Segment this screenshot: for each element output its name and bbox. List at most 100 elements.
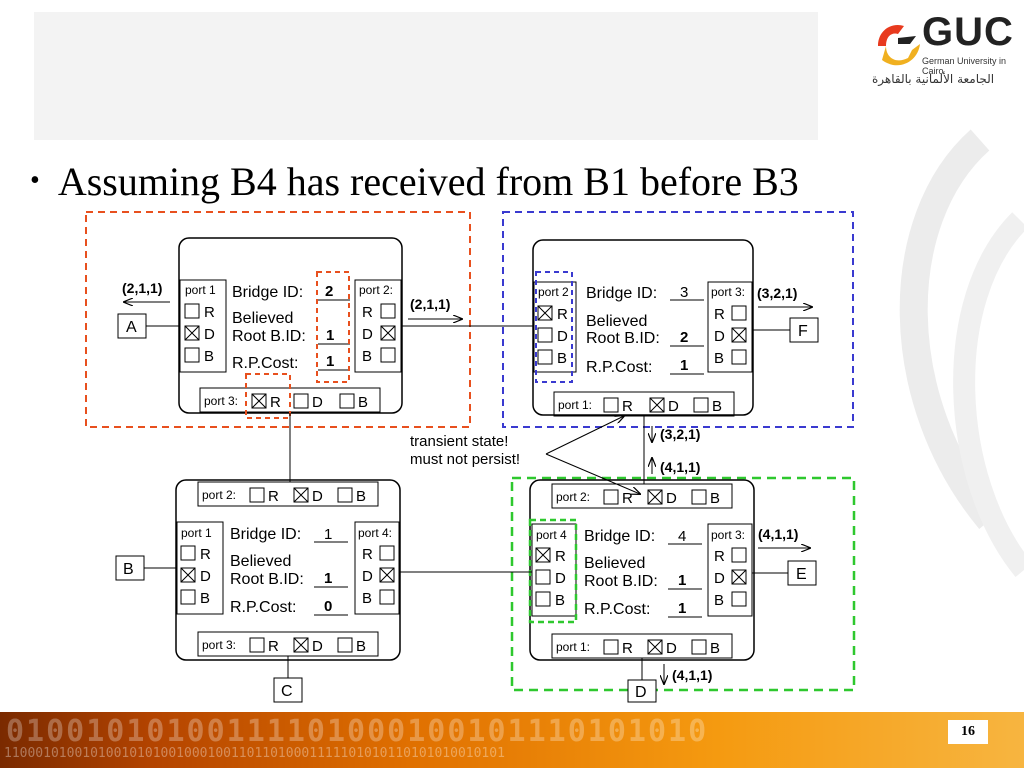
b2-port-left: port 1 bbox=[185, 283, 216, 297]
label-d: D bbox=[666, 640, 677, 657]
svg-text:transient state!: transient state! bbox=[410, 433, 508, 450]
label-b: B bbox=[200, 590, 210, 607]
guc-emblem-icon bbox=[878, 24, 920, 66]
b4-port-top: port 2: bbox=[556, 490, 590, 504]
bridge-4: port 2: R D B port 4 R D B Bridge ID: 4 … bbox=[528, 479, 755, 661]
b3-cost-value: 1 bbox=[680, 357, 688, 374]
label-r: R bbox=[362, 546, 373, 563]
label-d: D bbox=[312, 394, 323, 411]
rp-cost-label: R.P.Cost: bbox=[232, 355, 298, 372]
label-r: R bbox=[622, 490, 633, 507]
label-d: D bbox=[555, 570, 566, 587]
msg-b2-left: (2,1,1) bbox=[122, 280, 170, 302]
b1-cost-value: 0 bbox=[324, 598, 332, 615]
msg-b2-right: (2,1,1) bbox=[408, 296, 462, 319]
svg-text:B: B bbox=[123, 561, 134, 578]
label-b: B bbox=[362, 348, 372, 365]
rp-cost-label: R.P.Cost: bbox=[230, 599, 296, 616]
believed-label: Believed bbox=[232, 310, 293, 327]
label-r: R bbox=[622, 398, 633, 415]
label-d: D bbox=[362, 568, 373, 585]
label-b: B bbox=[710, 490, 720, 507]
checked-icon bbox=[251, 393, 267, 409]
label-b: B bbox=[358, 394, 368, 411]
label-r: R bbox=[555, 548, 566, 565]
decorative-watermark bbox=[899, 129, 1024, 577]
b1-port-bottom: port 3: bbox=[202, 638, 236, 652]
b2-root-value: 1 bbox=[326, 327, 334, 344]
svg-text:(4,1,1): (4,1,1) bbox=[672, 667, 712, 683]
logo-name: GUC bbox=[922, 10, 1014, 54]
label-r: R bbox=[622, 640, 633, 657]
label-d: D bbox=[362, 326, 373, 343]
b3-port-bottom: port 1: bbox=[558, 398, 592, 412]
checked-icon bbox=[731, 327, 747, 343]
bridge-id-label: Bridge ID: bbox=[586, 285, 657, 302]
svg-text:A: A bbox=[126, 319, 137, 336]
bridge-id-label: Bridge ID: bbox=[584, 528, 655, 545]
believed-label: Believed bbox=[586, 313, 647, 330]
svg-text:must not persist!: must not persist! bbox=[410, 451, 520, 468]
msg-b4-down: (4,1,1) bbox=[664, 664, 712, 684]
b4-port-bottom: port 1: bbox=[556, 640, 590, 654]
label-r: R bbox=[362, 304, 373, 321]
footer-banner: 01001010100111101000100101110101010 1100… bbox=[0, 712, 1024, 768]
checked-icon bbox=[647, 489, 663, 505]
svg-text:(4,1,1): (4,1,1) bbox=[758, 526, 798, 542]
label-r: R bbox=[714, 548, 725, 565]
label-b: B bbox=[714, 592, 724, 609]
svg-text:(3,2,1): (3,2,1) bbox=[757, 285, 797, 301]
rp-cost-label: R.P.Cost: bbox=[584, 601, 650, 618]
label-d: D bbox=[204, 326, 215, 343]
svg-text:(2,1,1): (2,1,1) bbox=[410, 296, 450, 312]
b1-id-value: 1 bbox=[324, 526, 332, 543]
b2-id-value: 2 bbox=[325, 283, 333, 300]
lan-f: F bbox=[752, 317, 819, 343]
b3-port-right: port 3: bbox=[711, 285, 745, 299]
b1-port-left: port 1 bbox=[181, 526, 212, 540]
lan-e: E bbox=[752, 560, 817, 586]
b4-root-value: 1 bbox=[678, 572, 686, 589]
b2-port-right: port 2: bbox=[359, 283, 393, 297]
guc-logo bbox=[868, 14, 1018, 94]
label-d: D bbox=[668, 398, 679, 415]
believed-label: Believed bbox=[230, 553, 291, 570]
checked-icon bbox=[379, 567, 395, 583]
lan-a: A bbox=[117, 313, 180, 339]
logo-subtitle: German University in Cairo bbox=[922, 56, 1007, 76]
checked-icon bbox=[293, 487, 309, 503]
svg-text:(2,1,1): (2,1,1) bbox=[122, 280, 162, 296]
checked-icon bbox=[180, 567, 196, 583]
label-d: D bbox=[714, 570, 725, 587]
root-bid-label: Root B.ID: bbox=[230, 571, 304, 588]
svg-text:C: C bbox=[281, 683, 293, 700]
bullet-point: •Assuming B4 has received from B1 before… bbox=[30, 159, 799, 204]
label-d: D bbox=[200, 568, 211, 585]
svg-text:F: F bbox=[798, 323, 808, 340]
label-r: R bbox=[204, 304, 215, 321]
b3-id-value: 3 bbox=[680, 284, 688, 301]
region-green bbox=[510, 476, 856, 692]
label-r: R bbox=[200, 546, 211, 563]
b3-port-left: port 2 bbox=[538, 285, 569, 299]
b4-port-right: port 3: bbox=[711, 528, 745, 542]
bridge-id-label: Bridge ID: bbox=[232, 284, 303, 301]
label-b: B bbox=[712, 398, 722, 415]
checked-icon bbox=[380, 325, 396, 341]
bridge-3: port 2 R D B Bridge ID: 3 Believed Root … bbox=[532, 239, 754, 417]
checked-icon bbox=[293, 637, 309, 653]
root-bid-label: Root B.ID: bbox=[584, 573, 658, 590]
label-d: D bbox=[312, 488, 323, 505]
label-d: D bbox=[312, 638, 323, 655]
checked-icon bbox=[535, 547, 551, 563]
svg-text:(4,1,1): (4,1,1) bbox=[660, 459, 700, 475]
bridge-2: port 1 R D B Bridge ID: 2 Believed Root … bbox=[178, 237, 403, 419]
svg-text:(3,2,1): (3,2,1) bbox=[660, 426, 700, 442]
region-red bbox=[85, 211, 471, 428]
stp-diagram: port 1 R D B Bridge ID: 2 Believed Root … bbox=[85, 211, 856, 703]
root-bid-label: Root B.ID: bbox=[232, 328, 306, 345]
label-b: B bbox=[356, 638, 366, 655]
label-d: D bbox=[666, 490, 677, 507]
bridge-1: port 2: R D B port 1 R D B Bridge ID: 1 … bbox=[175, 479, 401, 661]
b2-port-bottom: port 3: bbox=[204, 394, 238, 408]
